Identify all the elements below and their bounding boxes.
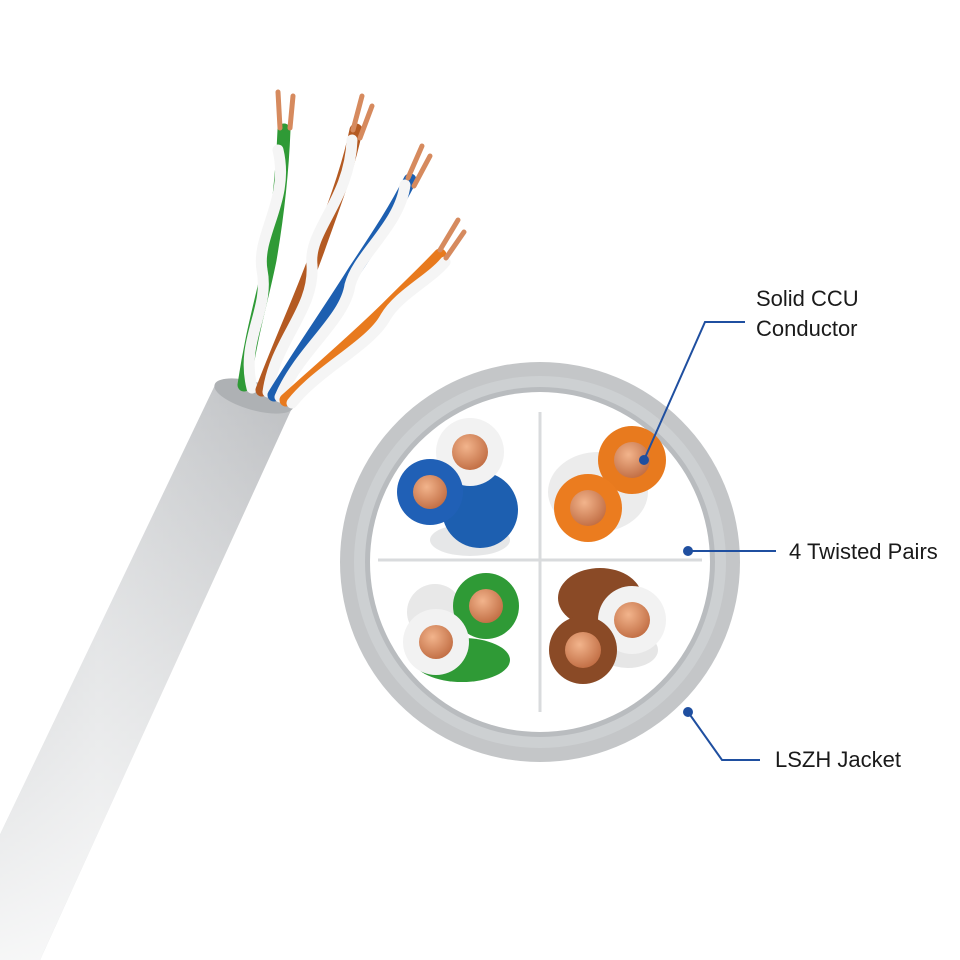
pair-green: [403, 573, 519, 682]
exposed-twisted-pairs: [237, 123, 451, 409]
pair-brown: [549, 568, 666, 684]
callout-twisted-pairs: 4 Twisted Pairs: [789, 537, 938, 567]
cross-section: [340, 362, 740, 762]
conductor-highlight: [614, 442, 650, 478]
callout-jacket: LSZH Jacket: [775, 745, 901, 775]
pair-blue: [397, 418, 518, 556]
leader-lines: [643, 321, 776, 761]
copper-tips: [275, 89, 467, 261]
callout-conductor-line1: Solid CCU: [756, 286, 859, 311]
leader-conductor: [643, 321, 745, 461]
callout-conductor-line2: Conductor: [756, 316, 858, 341]
callout-jacket-label: LSZH Jacket: [775, 747, 901, 772]
leader-jacket: [687, 711, 760, 761]
leader-dots: [639, 455, 693, 717]
callout-conductor: Solid CCU Conductor: [756, 284, 859, 344]
pair-orange: [548, 426, 666, 542]
cable-jacket-side: [0, 378, 294, 960]
cross-divider: [378, 412, 702, 712]
callout-twisted-pairs-label: 4 Twisted Pairs: [789, 539, 938, 564]
